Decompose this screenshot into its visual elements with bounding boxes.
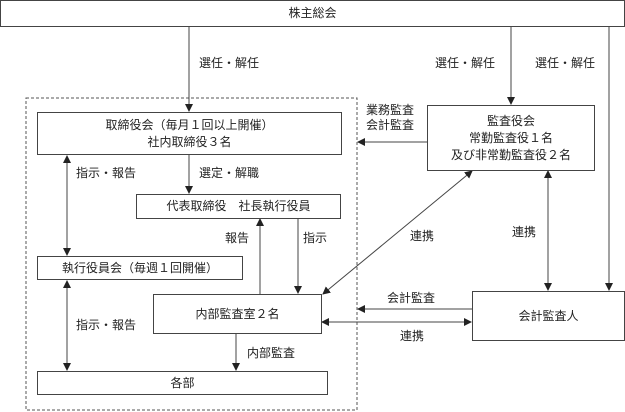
label-report: 報告 bbox=[225, 231, 250, 245]
accounting-auditor-box: 会計監査人 bbox=[472, 291, 625, 341]
executive-committee-box: 執行役員会（毎週１回開催） bbox=[37, 256, 243, 280]
departments-label: 各部 bbox=[170, 375, 195, 390]
internal-audit-office-label: 内部監査室２名 bbox=[195, 306, 280, 321]
label-business-audit: 業務監査 bbox=[366, 103, 415, 117]
arrow-cooperation-diagonal bbox=[322, 170, 473, 295]
label-elect-dismiss-auditor: 選任・解任 bbox=[535, 56, 596, 70]
accounting-auditor-label: 会計監査人 bbox=[518, 308, 579, 323]
label-select-dismiss: 選定・解職 bbox=[199, 166, 260, 180]
shareholders-meeting-label: 株主総会 bbox=[288, 6, 337, 20]
audit-board-box: 監査役会 常勤監査役１名 及び非常勤監査役２名 bbox=[427, 105, 595, 171]
representative-director-label: 代表取締役 社長執行役員 bbox=[166, 199, 311, 213]
label-cooperation-horizontal: 連携 bbox=[400, 329, 425, 343]
board-title: 取締役会（毎月１回以上開催） bbox=[105, 117, 274, 132]
board-members: 社内取締役３名 bbox=[147, 134, 232, 149]
audit-board-title: 監査役会 bbox=[486, 113, 535, 128]
label-cooperation-diagonal: 連携 bbox=[410, 229, 435, 243]
label-internal-audit: 内部監査 bbox=[247, 346, 296, 360]
board-of-directors-box: 取締役会（毎月１回以上開催） 社内取締役３名 bbox=[37, 112, 342, 155]
label-elect-dismiss-audit: 選任・解任 bbox=[435, 56, 496, 70]
departments-box: 各部 bbox=[37, 371, 328, 395]
label-instruct-report-upper: 指示・報告 bbox=[76, 166, 137, 180]
label-elect-dismiss-board: 選任・解任 bbox=[199, 56, 260, 70]
representative-director-box: 代表取締役 社長執行役員 bbox=[136, 194, 341, 219]
internal-audit-office-box: 内部監査室２名 bbox=[153, 294, 322, 334]
label-instruct: 指示 bbox=[303, 231, 328, 245]
executive-committee-label: 執行役員会（毎週１回開催） bbox=[61, 260, 218, 275]
shareholders-meeting-box: 株主総会 bbox=[0, 0, 625, 27]
audit-board-parttime: 及び非常勤監査役２名 bbox=[450, 147, 571, 162]
audit-board-fulltime: 常勤監査役１名 bbox=[468, 130, 553, 145]
label-accounting-audit-top: 会計監査 bbox=[366, 118, 415, 132]
label-instruct-report-lower: 指示・報告 bbox=[76, 318, 137, 332]
label-cooperation-vertical: 連携 bbox=[512, 225, 537, 239]
label-accounting-audit: 会計監査 bbox=[387, 291, 436, 305]
label-business-accounting-audit: 業務監査 会計監査 bbox=[366, 103, 414, 133]
